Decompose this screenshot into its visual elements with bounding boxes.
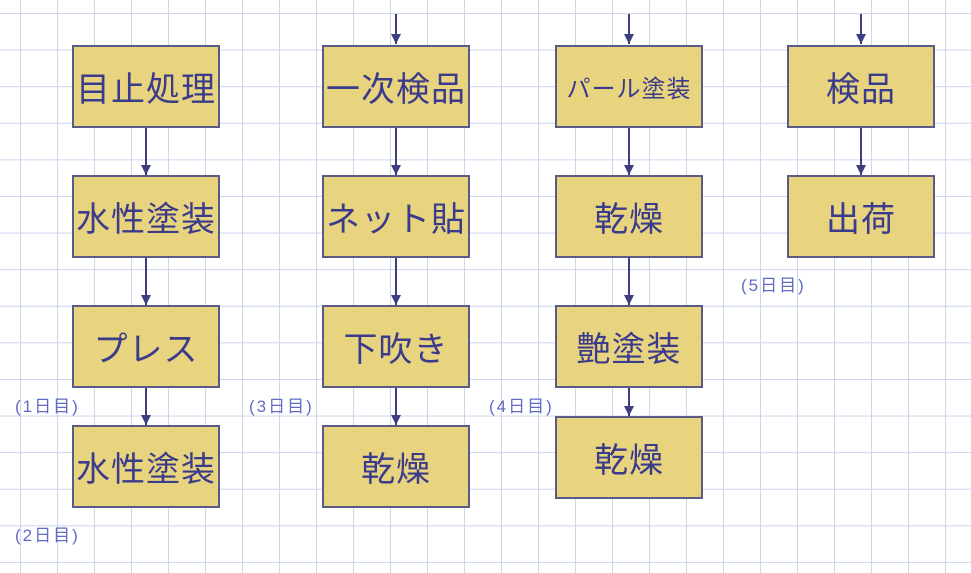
step-box-col3-row2[interactable]: 乾燥 [555, 175, 703, 258]
arrow-down-icon [391, 128, 401, 175]
arrow-down-icon [856, 14, 866, 44]
arrow-down-icon [141, 128, 151, 175]
arrow-down-icon [141, 388, 151, 425]
arrow-down-icon [391, 14, 401, 44]
step-box-col4-row2[interactable]: 出荷 [787, 175, 935, 258]
day-label-2: (2日目) [15, 526, 80, 545]
step-box-col2-row3[interactable]: 下吹き [322, 305, 470, 388]
step-box-col4-row1[interactable]: 検品 [787, 45, 935, 128]
step-box-col1-row4[interactable]: 水性塗装 [72, 425, 220, 508]
step-box-col1-row3[interactable]: プレス [72, 305, 220, 388]
step-box-col2-row4[interactable]: 乾燥 [322, 425, 470, 508]
step-box-col2-row2[interactable]: ネット貼 [322, 175, 470, 258]
day-label-5: (5日目) [741, 276, 806, 295]
day-label-1: (1日目) [15, 397, 80, 416]
step-box-col1-row2[interactable]: 水性塗装 [72, 175, 220, 258]
day-label-3: (3日目) [249, 397, 314, 416]
step-box-col1-row1[interactable]: 目止処理 [72, 45, 220, 128]
day-label-4: (4日目) [489, 397, 554, 416]
step-box-col3-row3[interactable]: 艶塗装 [555, 305, 703, 388]
step-box-col3-row4[interactable]: 乾燥 [555, 416, 703, 499]
arrow-down-icon [391, 258, 401, 305]
arrow-down-icon [141, 258, 151, 305]
arrow-down-icon [391, 388, 401, 425]
arrow-down-icon [624, 258, 634, 305]
step-box-col3-row1[interactable]: パール塗装 [555, 45, 703, 128]
arrow-down-icon [856, 128, 866, 175]
arrow-down-icon [624, 14, 634, 44]
arrow-down-icon [624, 388, 634, 416]
step-box-col2-row1[interactable]: 一次検品 [322, 45, 470, 128]
arrow-down-icon [624, 128, 634, 175]
